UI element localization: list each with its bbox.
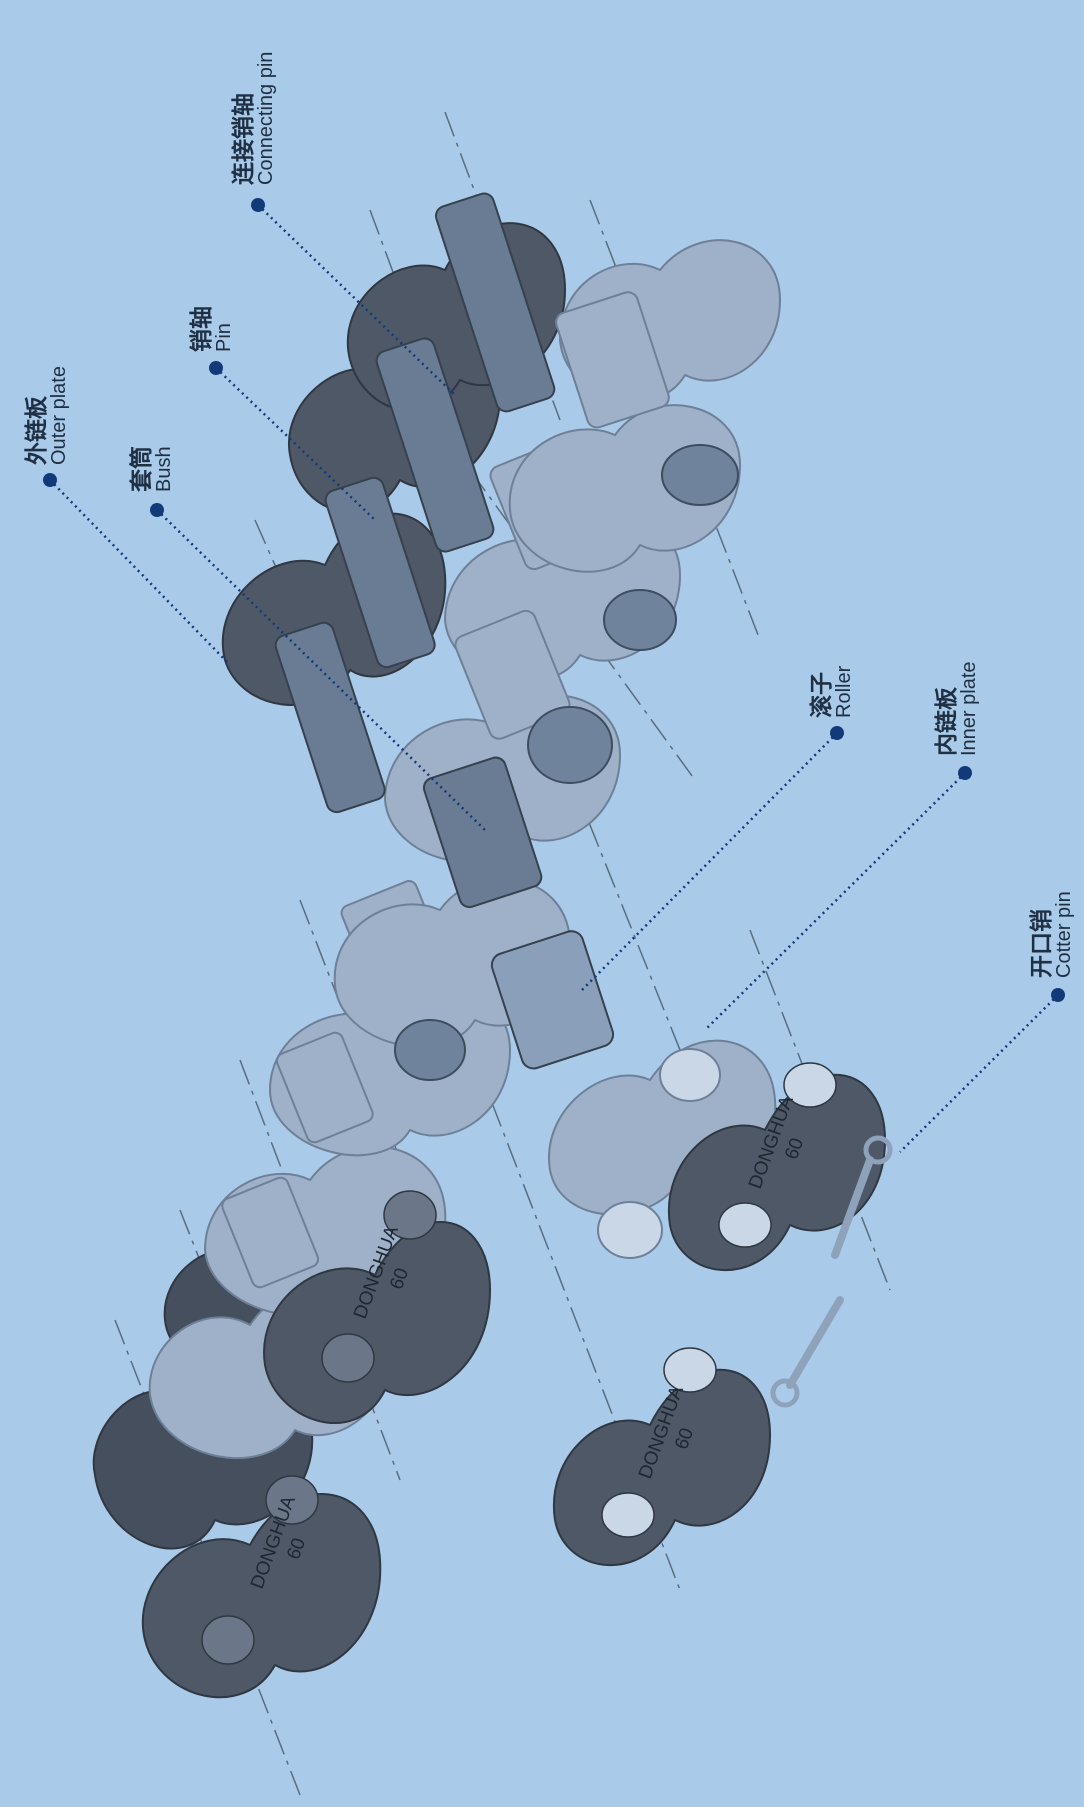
label-inner-plate: 内链板 Inner plate (935, 661, 980, 756)
outer-plate-en: Outer plate (49, 366, 70, 465)
connecting-pin-zh: 连接销轴 (232, 52, 256, 185)
exploded-parts (549, 1041, 890, 1565)
pin-zh: 销轴 (190, 306, 214, 352)
roller-zh: 滚子 (810, 666, 834, 718)
roller-en: Roller (834, 666, 855, 718)
connecting-pin-en: Connecting pin (256, 52, 277, 185)
label-pin: 销轴 Pin (190, 306, 235, 352)
pin-en: Pin (214, 306, 235, 352)
inner-plate-en: Inner plate (959, 661, 980, 756)
label-outer-plate: 外链板 Outer plate (25, 366, 70, 465)
bush-zh: 套筒 (130, 446, 154, 492)
cotter-pin-en: Cotter pin (1054, 891, 1075, 978)
label-roller: 滚子 Roller (810, 666, 855, 718)
label-bush: 套筒 Bush (130, 446, 175, 492)
inner-plate-zh: 内链板 (935, 661, 959, 756)
bush-en: Bush (154, 446, 175, 492)
outer-plate-zh: 外链板 (25, 366, 49, 465)
label-cotter-pin: 开口销 Cotter pin (1030, 891, 1075, 978)
cotter-pin-zh: 开口销 (1030, 891, 1054, 978)
label-connecting-pin: 连接销轴 Connecting pin (232, 52, 277, 185)
